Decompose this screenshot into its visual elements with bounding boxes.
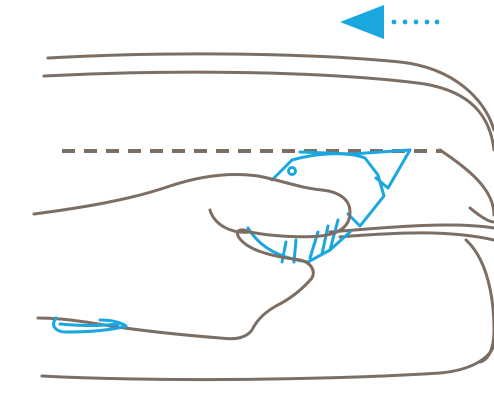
- upper-housing: [44, 54, 494, 215]
- removable-cartridge: [248, 150, 410, 262]
- direction-indicator: [340, 5, 439, 39]
- arrow-left-icon: [340, 5, 384, 39]
- hand: [34, 174, 350, 338]
- dotted-trail-icon: [392, 20, 440, 25]
